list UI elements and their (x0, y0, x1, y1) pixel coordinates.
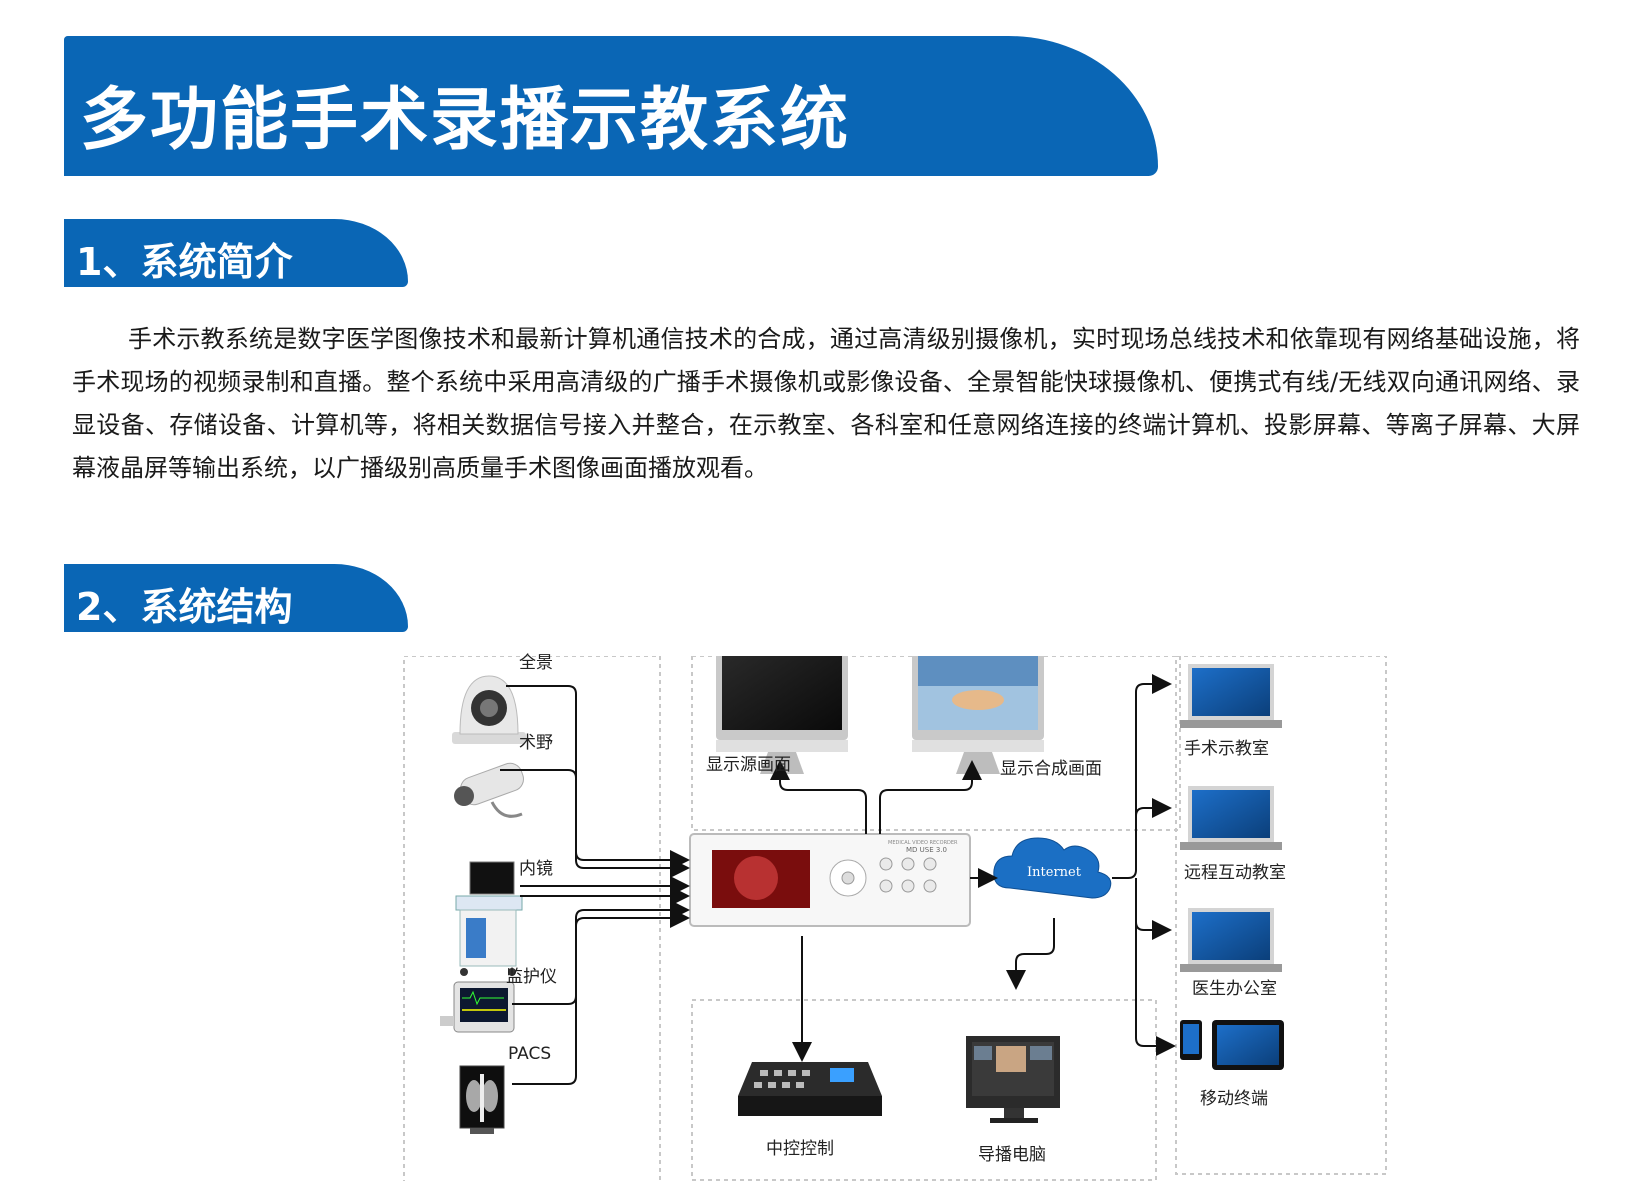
title-banner: 多功能手术录播示教系统 (64, 36, 1158, 176)
bottom-label-director: 导播电脑 (978, 1145, 1046, 1165)
output-label-doctor-office: 医生办公室 (1192, 979, 1277, 999)
pacs-xray-icon (459, 1065, 505, 1134)
input-label-pacs: PACS (508, 1044, 552, 1064)
intro-paragraph: 手术示教系统是数字医学图像技术和最新计算机通信技术的合成，通过高清级别摄像机，实… (72, 325, 1580, 482)
input-label-panorama: 全景 (519, 653, 553, 673)
bottom-label-control: 中控控制 (766, 1139, 834, 1159)
input-group-box (403, 656, 661, 1181)
internet-cloud-icon (993, 837, 1112, 899)
section-tab-structure: 2、系统结构 (64, 564, 408, 632)
ptz-camera-icon (452, 675, 526, 744)
display-label-source: 显示源画面 (706, 755, 791, 775)
display-label-composite: 显示合成画面 (1000, 759, 1102, 779)
output-group-box (1175, 656, 1387, 1175)
patient-monitor-icon (440, 981, 515, 1033)
system-structure-diagram: MEDICAL VIDEO RECORDER MD USE 3.0 Intern… (400, 653, 1400, 1191)
output-label-remote-room: 远程互动教室 (1184, 863, 1286, 883)
recorder-model-text: MD USE 3.0 (906, 846, 947, 854)
output-label-teaching-room: 手术示教室 (1184, 739, 1269, 759)
laptop-icon-teaching-room (1180, 664, 1282, 728)
control-switcher-icon (738, 1062, 882, 1116)
director-computer-icon (966, 1036, 1060, 1123)
section-title-intro: 1、系统简介 (76, 240, 293, 284)
input-label-surgical-field: 术野 (519, 733, 553, 753)
cloud-label: Internet (1027, 865, 1082, 880)
source-display-monitor-icon (716, 656, 848, 774)
input-label-monitor: 监护仪 (506, 967, 557, 987)
output-label-mobile: 移动终端 (1200, 1089, 1268, 1109)
mobile-devices-icon (1180, 1020, 1284, 1070)
input-label-endoscope: 内镜 (519, 859, 553, 879)
recorder-device-icon (689, 833, 971, 927)
laptop-icon-remote-room (1180, 786, 1282, 850)
section-title-structure: 2、系统结构 (76, 585, 293, 629)
control-group-box (691, 999, 1157, 1181)
endoscope-cart-icon (455, 861, 523, 976)
surgical-camera-icon (454, 762, 524, 818)
recorder-brand-text: MEDICAL VIDEO RECORDER (888, 840, 958, 846)
section-tab-intro: 1、系统简介 (64, 219, 408, 287)
laptop-icon-doctor-office (1180, 908, 1282, 972)
display-group-box (691, 656, 1181, 831)
page-title: 多功能手术录播示教系统 (80, 81, 851, 160)
